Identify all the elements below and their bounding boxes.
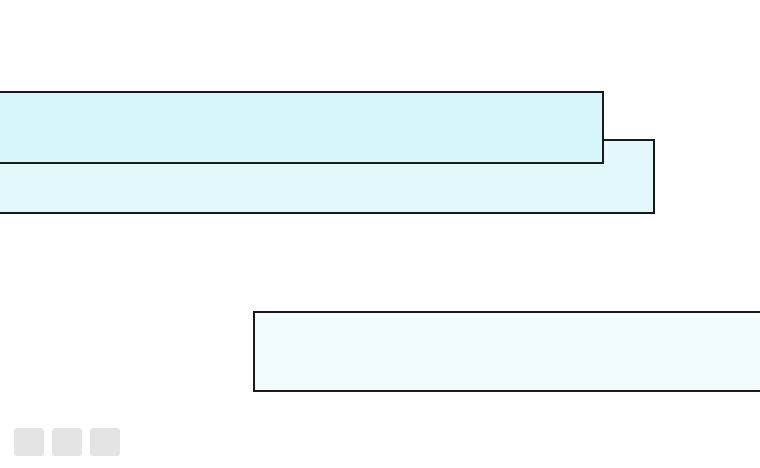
bar-lower-panel (253, 311, 760, 392)
bar-front-panel (0, 91, 604, 164)
logo-watermark-icon (14, 428, 120, 456)
